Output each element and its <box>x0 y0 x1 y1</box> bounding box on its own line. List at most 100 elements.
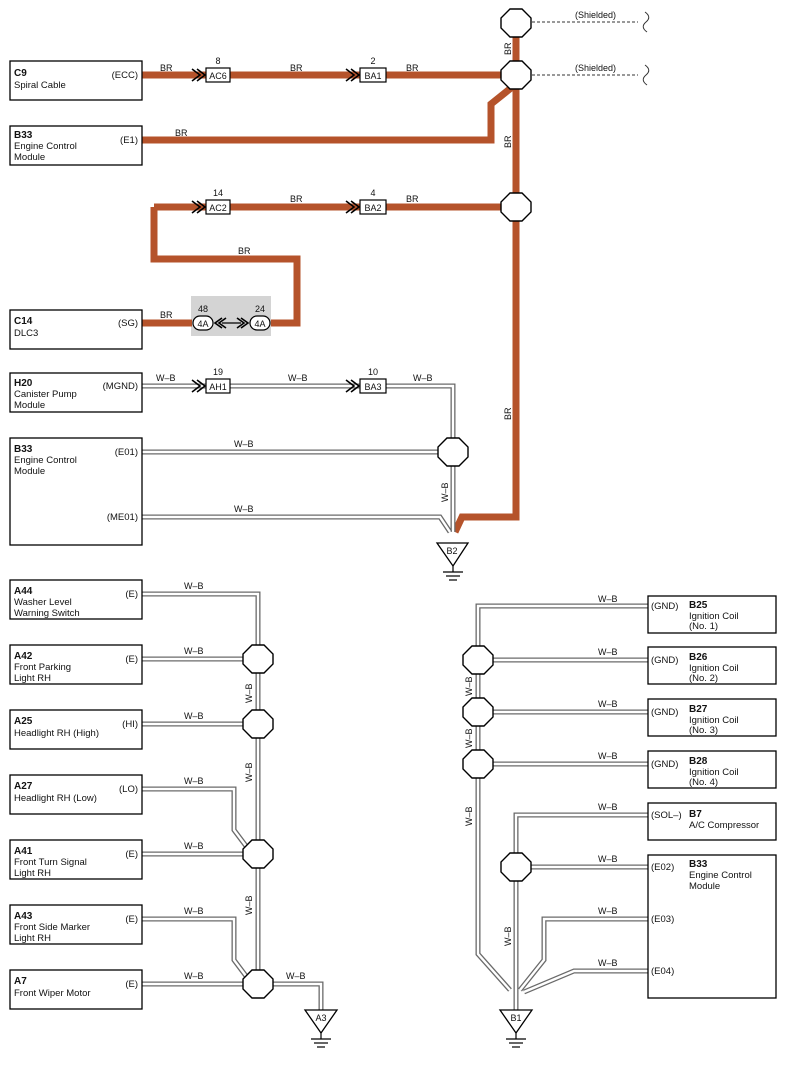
wb-label-vertical: W–B <box>244 762 254 782</box>
svg-text:(E): (E) <box>125 589 138 600</box>
svg-text:24: 24 <box>255 304 265 314</box>
svg-text:B33: B33 <box>689 859 708 870</box>
wb-label: W–B <box>598 854 618 864</box>
svg-text:BA3: BA3 <box>364 382 381 392</box>
svg-text:B26: B26 <box>689 652 708 663</box>
svg-text:DLC3: DLC3 <box>14 328 38 339</box>
component-a44: A44 Washer Level Warning Switch (E) <box>9 579 143 620</box>
wb-label: W–B <box>184 906 204 916</box>
wb-label: W–B <box>598 594 618 604</box>
svg-text:14: 14 <box>213 188 223 198</box>
component-c9: C9 Spiral Cable (ECC) <box>9 60 143 101</box>
svg-text:AC6: AC6 <box>209 71 227 81</box>
wb-label: W–B <box>156 373 176 383</box>
br-label-vertical: BR <box>503 135 513 148</box>
svg-text:(E): (E) <box>125 979 138 990</box>
ground-a3: A3 <box>303 1009 339 1048</box>
svg-text:Front Side Marker: Front Side Marker <box>14 922 90 933</box>
wb-label: W–B <box>288 373 308 383</box>
svg-text:(ME01): (ME01) <box>107 512 138 523</box>
svg-text:(LO): (LO) <box>119 784 138 795</box>
br-wire-b33-e1 <box>142 81 519 144</box>
br-label: BR <box>160 310 173 320</box>
svg-text:2: 2 <box>370 56 375 66</box>
svg-text:B28: B28 <box>689 756 708 767</box>
connector-ba2 <box>359 199 387 215</box>
svg-text:B7: B7 <box>689 809 702 820</box>
component-a27: A27 Headlight RH (Low) (LO) <box>9 774 143 815</box>
ground-b2: B2 <box>435 542 470 581</box>
wb-label: W–B <box>184 581 204 591</box>
junction-octagon <box>462 749 494 779</box>
svg-text:AC2: AC2 <box>209 203 227 213</box>
wb-wires-upper <box>142 383 456 534</box>
wb-label: W–B <box>598 751 618 761</box>
wb-wires-lower-right <box>475 603 648 1010</box>
br-wire-trunk-down <box>451 207 520 534</box>
svg-text:10: 10 <box>368 367 378 377</box>
svg-text:(No. 2): (No. 2) <box>689 673 718 684</box>
svg-text:A41: A41 <box>14 846 33 857</box>
junctions <box>242 8 532 999</box>
wb-label: W–B <box>184 841 204 851</box>
svg-text:A7: A7 <box>14 976 27 987</box>
component-b26: (GND) B26 Ignition Coil (No. 2) <box>647 646 777 685</box>
br-label: BR <box>406 194 419 204</box>
junction-octagon <box>437 437 469 467</box>
junction-octagon <box>500 60 532 90</box>
svg-text:A3: A3 <box>315 1013 326 1023</box>
svg-text:4: 4 <box>370 188 375 198</box>
wb-label: W–B <box>598 906 618 916</box>
wb-label-vertical: W–B <box>244 683 254 703</box>
svg-text:Front Wiper Motor: Front Wiper Motor <box>14 988 91 999</box>
svg-text:Light RH: Light RH <box>14 868 51 879</box>
svg-text:(E03): (E03) <box>651 914 674 925</box>
svg-text:(GND): (GND) <box>651 707 678 718</box>
svg-text:(E02): (E02) <box>651 862 674 873</box>
br-label: BR <box>238 246 251 256</box>
svg-text:Warning Switch: Warning Switch <box>14 608 80 619</box>
br-label-vertical: BR <box>503 42 513 55</box>
connector-ac6 <box>205 67 231 83</box>
junction-octagon <box>462 697 494 727</box>
connectors: AC6 8 BA1 2 AC2 14 BA2 4 AH1 19 BA3 10 4… <box>142 56 387 394</box>
svg-text:(GND): (GND) <box>651 655 678 666</box>
svg-text:4A: 4A <box>197 319 208 329</box>
svg-text:(GND): (GND) <box>651 601 678 612</box>
svg-text:B2: B2 <box>446 546 457 556</box>
svg-text:Engine Control: Engine Control <box>689 870 752 881</box>
svg-text:B33: B33 <box>14 444 33 455</box>
svg-text:(E): (E) <box>125 849 138 860</box>
junction-octagon <box>462 645 494 675</box>
svg-text:(SOL–): (SOL–) <box>651 810 682 821</box>
svg-text:4A: 4A <box>254 319 265 329</box>
svg-text:Front Parking: Front Parking <box>14 662 71 673</box>
svg-text:BA1: BA1 <box>364 71 381 81</box>
svg-text:19: 19 <box>213 367 223 377</box>
wb-label-vertical: W–B <box>464 676 474 696</box>
svg-text:(HI): (HI) <box>122 719 138 730</box>
br-label: BR <box>406 63 419 73</box>
svg-text:48: 48 <box>198 304 208 314</box>
svg-text:Light RH: Light RH <box>14 933 51 944</box>
wb-label-vertical: W–B <box>503 926 513 946</box>
br-label: BR <box>175 128 188 138</box>
shielded-lines: (Shielded) (Shielded) <box>532 10 650 86</box>
svg-text:B33: B33 <box>14 130 33 141</box>
wb-label: W–B <box>234 439 254 449</box>
svg-text:(ECC): (ECC) <box>112 70 138 81</box>
connector-ac2 <box>205 199 231 215</box>
wb-label: W–B <box>598 647 618 657</box>
svg-text:B27: B27 <box>689 704 708 715</box>
svg-text:Light RH: Light RH <box>14 673 51 684</box>
wire-color-labels: BR BR BR BR BR BR BR BR BR BR BR W–B W–B… <box>156 42 618 981</box>
component-a7: A7 Front Wiper Motor (E) <box>9 969 143 1010</box>
component-b28: (GND) B28 Ignition Coil (No. 4) <box>647 750 777 789</box>
junction-octagon <box>500 8 532 38</box>
svg-text:(SG): (SG) <box>118 318 138 329</box>
svg-text:(No. 1): (No. 1) <box>689 621 718 632</box>
br-label: BR <box>290 194 303 204</box>
svg-text:A27: A27 <box>14 781 33 792</box>
wb-label: W–B <box>413 373 433 383</box>
